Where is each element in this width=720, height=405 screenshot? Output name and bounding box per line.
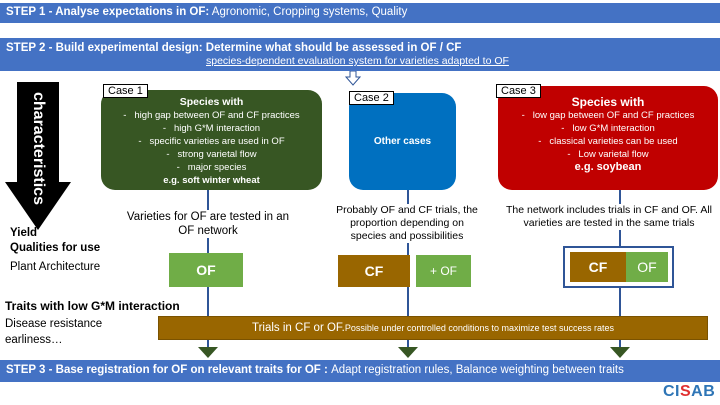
step1-rest: Agronomic, Cropping systems, Quality — [209, 6, 408, 18]
characteristics-arrow — [5, 82, 71, 230]
case1-of-box: OF — [169, 253, 243, 287]
step2-bar: STEP 2 - Build experimental design: Dete… — [0, 38, 720, 71]
case3-of-box: OF — [626, 252, 668, 282]
case3-example: e.g. soybean — [574, 161, 642, 173]
case2-of-box: + OF — [416, 255, 471, 287]
yield-label: Yield — [10, 227, 38, 239]
architecture-label: Plant Architecture — [10, 261, 101, 273]
case2-description: Probably OF and CF trials, the proportio… — [336, 204, 478, 243]
case3-cf-box: CF — [570, 252, 626, 282]
trials-main: Trials in CF or OF. — [252, 322, 345, 334]
case1-title: Species with — [179, 96, 244, 108]
traits-label: Traits with low G*M interaction — [5, 299, 180, 313]
list-item: - specific varieties are used in OF — [138, 136, 285, 147]
case3-label: Case 3 — [496, 84, 541, 98]
trials-small: Possible under controlled conditions to … — [344, 323, 614, 333]
case2-cf-box: CF — [338, 255, 410, 287]
list-item: - Low varietal flow — [567, 149, 649, 160]
disease-label: Disease resistance — [5, 318, 103, 330]
list-item: - high gap between OF and CF practices — [123, 110, 300, 121]
case2-label: Case 2 — [349, 91, 394, 105]
case2-box: Other cases — [349, 93, 456, 190]
case1-list: - high gap between OF and CF practices -… — [101, 109, 322, 174]
case3-list: - low gap between OF and CF practices - … — [498, 109, 718, 161]
qualities-label: Qualities for use — [10, 242, 101, 254]
step2-down-arrow — [345, 71, 361, 86]
case3-arrowhead — [610, 347, 630, 358]
list-item: - low gap between OF and CF practices — [521, 110, 695, 121]
list-item: - classical varieties can be used — [538, 136, 678, 147]
case1-label: Case 1 — [103, 84, 148, 98]
case2-arrowhead — [398, 347, 418, 358]
case3-box: Species with - low gap between OF and CF… — [498, 86, 718, 190]
case2-title: Other cases — [373, 136, 432, 147]
step1-bar: STEP 1 - Analyse expectations in OF: Agr… — [0, 3, 720, 23]
trials-bar: Trials in CF or OF. Possible under contr… — [158, 316, 708, 340]
case1-arrowhead — [198, 347, 218, 358]
list-item: - low G*M interaction — [561, 123, 655, 134]
list-item: - strong varietal flow — [166, 149, 257, 160]
list-item: - major species — [176, 162, 247, 173]
case1-description: Varieties for OF are tested in an OF net… — [120, 210, 296, 238]
step3-bold: STEP 3 - Base registration for OF on rel… — [6, 364, 332, 376]
step2-line2: species-dependent evaluation system for … — [206, 55, 509, 67]
case3-title: Species with — [571, 95, 645, 109]
characteristics-label: characteristics — [30, 92, 47, 205]
step1-bold: STEP 1 - Analyse expectations in OF: — [6, 6, 210, 18]
list-item: - high G*M interaction — [162, 123, 261, 134]
case1-box: Species with - high gap between OF and C… — [101, 90, 322, 190]
earliness-label: earliness… — [5, 334, 63, 346]
step3-bar: STEP 3 - Base registration for OF on rel… — [0, 360, 720, 382]
step2-line1: STEP 2 - Build experimental design: Dete… — [6, 42, 462, 54]
case1-example: e.g. soft winter wheat — [163, 175, 260, 186]
case3-description: The network includes trials in CF and OF… — [500, 204, 718, 230]
step3-rest: Adapt registration rules, Balance weight… — [331, 364, 624, 376]
cisab-logo: CISAB — [663, 383, 716, 400]
